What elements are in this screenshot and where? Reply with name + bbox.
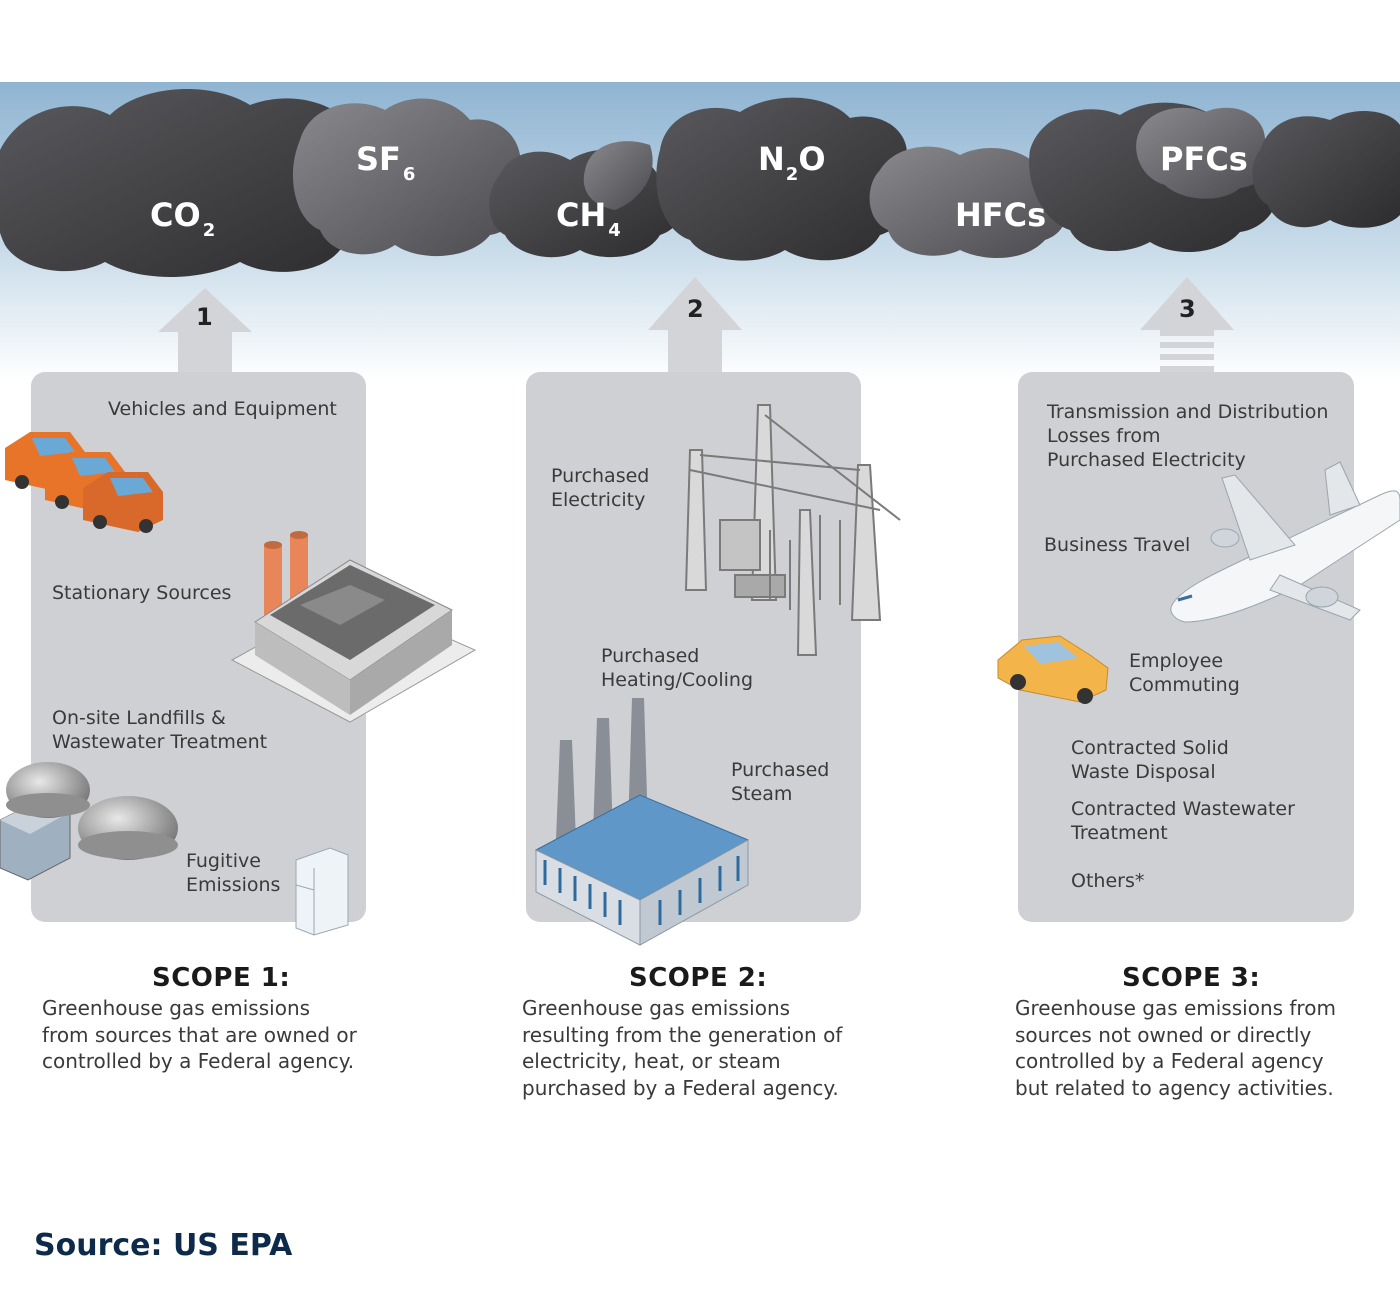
purchased-steam-label: Purchased Steam	[731, 759, 830, 805]
employee-commuting-label: Employee Commuting	[1129, 650, 1240, 696]
fugitive-emissions-label: Fugitive Emissions	[186, 850, 281, 896]
scope2-title: SCOPE 2:	[629, 963, 768, 993]
vehicles-illustration	[5, 432, 163, 533]
emissions-clouds	[0, 89, 1400, 277]
scope3-panel	[1018, 372, 1354, 922]
gas-n2o-label: N2O	[758, 140, 826, 185]
solid-waste-label: Contracted Solid Waste Disposal	[1071, 737, 1229, 783]
airplane-illustration	[1170, 461, 1400, 623]
gas-hfcs-label: HFCs	[955, 196, 1046, 234]
purchased-heating-cooling-label: Purchased Heating/Cooling	[601, 645, 754, 691]
commuter-car-illustration	[997, 635, 1109, 704]
power-substation-illustration	[684, 404, 901, 656]
scope3-title: SCOPE 3:	[1122, 963, 1261, 993]
scope3-arrow-number: 3	[1179, 295, 1196, 323]
scope1-arrow-number: 1	[196, 303, 213, 331]
landfills-wastewater-illustration	[0, 762, 178, 881]
landfills-label: On-site Landfills & Wastewater Treatment	[52, 707, 268, 753]
others-label: Others*	[1071, 870, 1145, 892]
vehicles-equipment-label: Vehicles and Equipment	[108, 398, 337, 420]
scope1-arrow: 1	[158, 288, 252, 378]
stationary-sources-label: Stationary Sources	[52, 582, 232, 604]
transmission-losses-label: Transmission and Distribution Losses fro…	[1047, 401, 1329, 471]
wastewater-treatment-label: Contracted Wastewater Treatment	[1071, 798, 1295, 844]
scope2-arrow: 2	[648, 277, 742, 378]
scope3-description: Greenhouse gas emissions from sources no…	[1015, 996, 1336, 1100]
scope1-title: SCOPE 1:	[152, 963, 291, 993]
steam-plant-illustration	[534, 698, 750, 946]
scope2-arrow-number: 2	[687, 295, 704, 323]
purchased-electricity-label: Purchased Electricity	[551, 465, 650, 511]
scope2-description: Greenhouse gas emissions resulting from …	[522, 996, 843, 1100]
scope3-arrow: 3	[1140, 277, 1234, 372]
business-travel-label: Business Travel	[1044, 534, 1191, 556]
gas-pfcs-label: PFCs	[1160, 140, 1248, 178]
stationary-building-illustration	[230, 531, 477, 723]
scope1-description: Greenhouse gas emissions from sources th…	[42, 996, 357, 1073]
source-credit: Source: US EPA	[34, 1228, 293, 1263]
refrigerator-illustration	[295, 847, 349, 936]
